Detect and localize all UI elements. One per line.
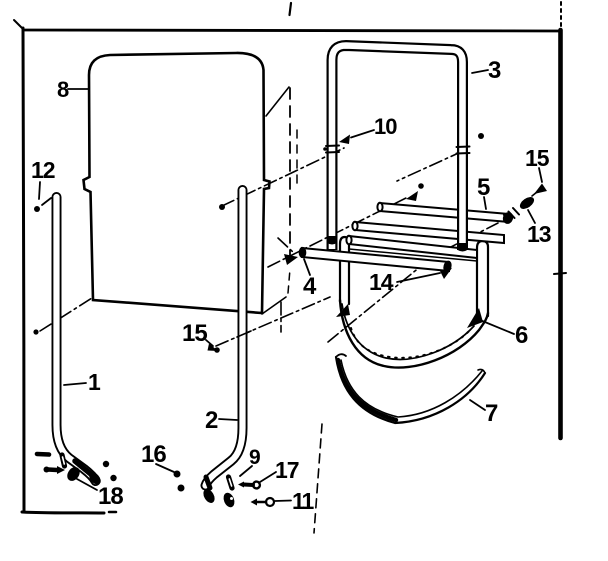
- svg-text:6: 6: [515, 322, 528, 349]
- svg-text:13: 13: [527, 221, 551, 247]
- svg-text:3: 3: [488, 57, 501, 84]
- svg-text:4: 4: [303, 273, 317, 300]
- svg-text:5: 5: [477, 174, 490, 201]
- svg-text:15: 15: [182, 320, 207, 347]
- svg-text:17: 17: [275, 457, 299, 483]
- svg-text:12: 12: [31, 157, 55, 183]
- svg-text:9: 9: [249, 446, 261, 469]
- svg-text:11: 11: [292, 488, 315, 514]
- svg-text:10: 10: [374, 114, 397, 139]
- svg-text:14: 14: [369, 269, 394, 295]
- svg-text:15: 15: [525, 145, 550, 171]
- svg-text:8: 8: [57, 77, 69, 102]
- svg-text:1: 1: [88, 369, 101, 395]
- svg-text:18: 18: [98, 483, 123, 510]
- svg-text:7: 7: [485, 400, 498, 427]
- svg-text:2: 2: [205, 407, 218, 434]
- svg-text:16: 16: [141, 441, 166, 468]
